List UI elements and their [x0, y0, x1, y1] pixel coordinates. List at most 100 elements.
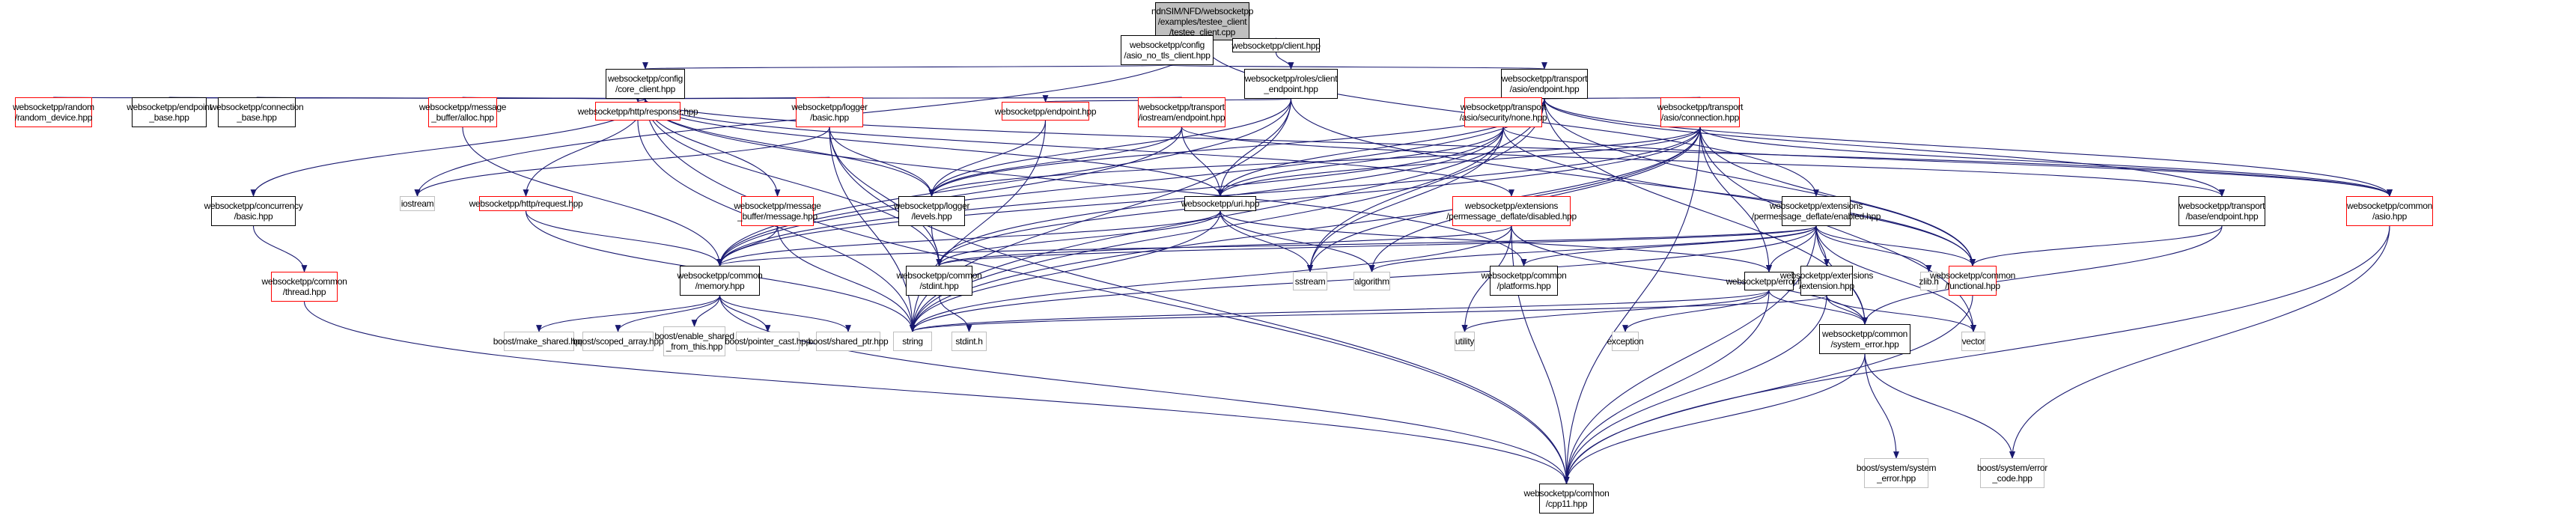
node-endpoint-base[interactable]: websocketpp/endpoint _base.hpp — [127, 97, 212, 127]
node-iostream-endpoint[interactable]: websocketpp/transport /iostream/endpoint… — [1138, 97, 1225, 127]
node-boost-error-code[interactable]: boost/system/error _code.hpp — [1977, 458, 2047, 488]
edge-extension-to-vector — [1826, 295, 1976, 332]
node-stdint-h[interactable]: stdint.h — [951, 332, 987, 351]
edge-logger-basic-to-cpp11 — [829, 127, 1570, 484]
node-thread[interactable]: websocketpp/common /thread.hpp — [262, 272, 347, 302]
node-enabled[interactable]: websocketpp/extensions /permessage_defla… — [1752, 196, 1881, 226]
node-asio-endpoint[interactable]: websocketpp/transport /asio/endpoint.hpp — [1501, 69, 1588, 99]
node-sstream[interactable]: sstream — [1293, 272, 1327, 290]
edge-asio-connection-to-common-asio — [1699, 127, 2393, 197]
edge-alloc-to-memory — [462, 127, 723, 266]
node-label: boost/system/system _error.hpp — [1856, 463, 1937, 484]
node-security-none[interactable]: websocketpp/transport /asio/security/non… — [1460, 97, 1547, 127]
node-label: websocketpp/common /platforms.hpp — [1481, 270, 1567, 291]
node-label: exception — [1607, 336, 1644, 347]
edge-core-client-to-uri — [645, 98, 1223, 197]
edge-system-error-to-boost-system-error — [1864, 353, 1899, 459]
edge-functional-to-cpp11 — [1563, 295, 1973, 484]
edge-error-to-string — [910, 290, 1770, 332]
edge-common-asio-to-boost-error-code — [2009, 225, 2390, 459]
node-stdint-hpp[interactable]: websocketpp/common /stdint.hpp — [897, 266, 982, 296]
node-client-endpoint[interactable]: websocketpp/roles/client _endpoint.hpp — [1244, 69, 1338, 99]
node-error[interactable]: websocketpp/error.hpp — [1726, 272, 1812, 290]
node-root[interactable]: ndnSIM/NFD/websocketpp /examples/testee_… — [1151, 2, 1253, 40]
node-disabled[interactable]: websocketpp/extensions /permessage_defla… — [1446, 196, 1577, 226]
node-label: websocketpp/extensions /permessage_defla… — [1446, 201, 1577, 222]
node-client[interactable]: websocketpp/client.hpp — [1231, 38, 1321, 52]
node-label: websocketpp/common /cpp11.hpp — [1523, 488, 1610, 509]
node-extension[interactable]: websocketpp/extensions /extension.hpp — [1780, 266, 1873, 296]
node-label: websocketpp/endpoint.hpp — [994, 106, 1097, 117]
edge-enabled-to-functional — [1815, 225, 1976, 266]
node-shared-ptr[interactable]: boost/shared_ptr.hpp — [809, 332, 889, 351]
node-exception[interactable]: exception — [1607, 332, 1644, 351]
edge-system-error-to-cpp11 — [1563, 353, 1866, 484]
edge-uri-to-memory — [716, 210, 1221, 266]
node-response[interactable]: websocketpp/http/response.hpp — [578, 102, 698, 121]
edge-disabled-to-cpp11 — [1511, 225, 1570, 484]
node-core-client[interactable]: websocketpp/config /core_client.hpp — [606, 69, 685, 99]
node-label: websocketpp/http/request.hpp — [469, 198, 583, 209]
edge-asio-endpoint-to-functional — [1544, 98, 1976, 266]
node-endpoint[interactable]: websocketpp/endpoint.hpp — [995, 102, 1097, 121]
node-label: websocketpp/roles/client _endpoint.hpp — [1244, 73, 1338, 94]
node-string[interactable]: string — [893, 332, 932, 351]
node-http-request[interactable]: websocketpp/http/request.hpp — [469, 196, 583, 211]
node-functional[interactable]: websocketpp/common /functional.hpp — [1930, 266, 2015, 296]
edge-iostream-endpoint-to-uri — [1181, 127, 1223, 197]
node-enable-shared[interactable]: boost/enable_shared _from_this.hpp — [654, 326, 734, 356]
edge-client-endpoint-to-levels — [928, 98, 1292, 197]
node-algorithm[interactable]: algorithm — [1354, 272, 1390, 290]
node-label: boost/enable_shared _from_this.hpp — [654, 331, 734, 352]
node-label: boost/pointer_cast.hpp — [725, 336, 811, 347]
edge-security-none-to-common-asio — [1502, 127, 2393, 197]
edge-memory-to-cpp11 — [719, 295, 1570, 484]
edge-memory-to-shared-ptr — [719, 295, 851, 332]
node-alloc[interactable]: websocketpp/message _buffer/alloc.hpp — [419, 97, 506, 127]
edge-asio-endpoint-to-sstream — [1307, 98, 1545, 272]
node-platforms[interactable]: websocketpp/common /platforms.hpp — [1482, 266, 1567, 296]
node-levels[interactable]: websocketpp/logger /levels.hpp — [894, 196, 969, 226]
node-uri[interactable]: websocketpp/uri.hpp — [1181, 196, 1259, 211]
node-scoped-array[interactable]: boost/scoped_array.hpp — [573, 332, 663, 351]
node-system-error[interactable]: websocketpp/common /system_error.hpp — [1819, 324, 1910, 354]
node-iostream[interactable]: iostream — [400, 196, 435, 211]
node-asio-no-tls-client[interactable]: websocketpp/config /asio_no_tls_client.h… — [1121, 35, 1214, 65]
edge-memory-to-scoped-array — [615, 295, 721, 332]
node-label: websocketpp/http/response.hpp — [577, 106, 698, 117]
edge-asio-connection-to-uri — [1217, 127, 1701, 197]
edge-logger-basic-to-levels — [829, 127, 935, 197]
node-label: algorithm — [1354, 275, 1389, 287]
node-pointer-cast[interactable]: boost/pointer_cast.hpp — [725, 332, 811, 351]
edge-error-to-utility — [1461, 290, 1770, 332]
node-label: websocketpp/endpoint _base.hpp — [127, 102, 212, 123]
node-label: websocketpp/logger /basic.hpp — [791, 102, 868, 123]
node-memory[interactable]: websocketpp/common /memory.hpp — [678, 266, 763, 296]
edge-client-endpoint-to-memory — [716, 98, 1292, 266]
node-vector[interactable]: vector — [1961, 332, 1985, 351]
edge-asio-connection-to-stdint-hpp — [936, 127, 1701, 266]
node-logger-basic[interactable]: websocketpp/logger /basic.hpp — [791, 97, 868, 127]
node-cpp11[interactable]: websocketpp/common /cpp11.hpp — [1524, 484, 1610, 514]
node-asio-connection[interactable]: websocketpp/transport /asio/connection.h… — [1657, 97, 1744, 127]
node-label: boost/shared_ptr.hpp — [808, 336, 889, 347]
node-base-endpoint[interactable]: websocketpp/transport /base/endpoint.hpp — [2178, 196, 2265, 226]
node-random-device[interactable]: websocketpp/random /random_device.hpp — [13, 97, 94, 127]
edge-extension-to-cpp11 — [1563, 295, 1827, 484]
node-zlib[interactable]: zlib.h — [1919, 272, 1939, 290]
node-utility[interactable]: utility — [1455, 332, 1475, 351]
edge-uri-to-stdint-hpp — [936, 210, 1221, 266]
node-concurrency-basic[interactable]: websocketpp/concurrency /basic.hpp — [204, 196, 303, 226]
node-common-asio[interactable]: websocketpp/common /asio.hpp — [2346, 196, 2433, 226]
node-label: websocketpp/error.hpp — [1726, 275, 1812, 287]
node-label: iostream — [401, 198, 434, 209]
node-connection-base[interactable]: websocketpp/connection _base.hpp — [210, 97, 304, 127]
node-label: websocketpp/transport /asio/endpoint.hpp — [1501, 73, 1588, 94]
node-label: websocketpp/client.hpp — [1231, 40, 1321, 51]
node-label: websocketpp/common /thread.hpp — [261, 276, 347, 297]
edge-system-error-to-boost-error-code — [1864, 353, 2015, 459]
node-message[interactable]: websocketpp/message _buffer/message.hpp — [734, 196, 821, 226]
edge-enabled-to-algorithm — [1368, 225, 1817, 272]
node-make-shared[interactable]: boost/make_shared.hpp — [493, 332, 585, 351]
node-boost-system-error[interactable]: boost/system/system _error.hpp — [1857, 458, 1936, 488]
